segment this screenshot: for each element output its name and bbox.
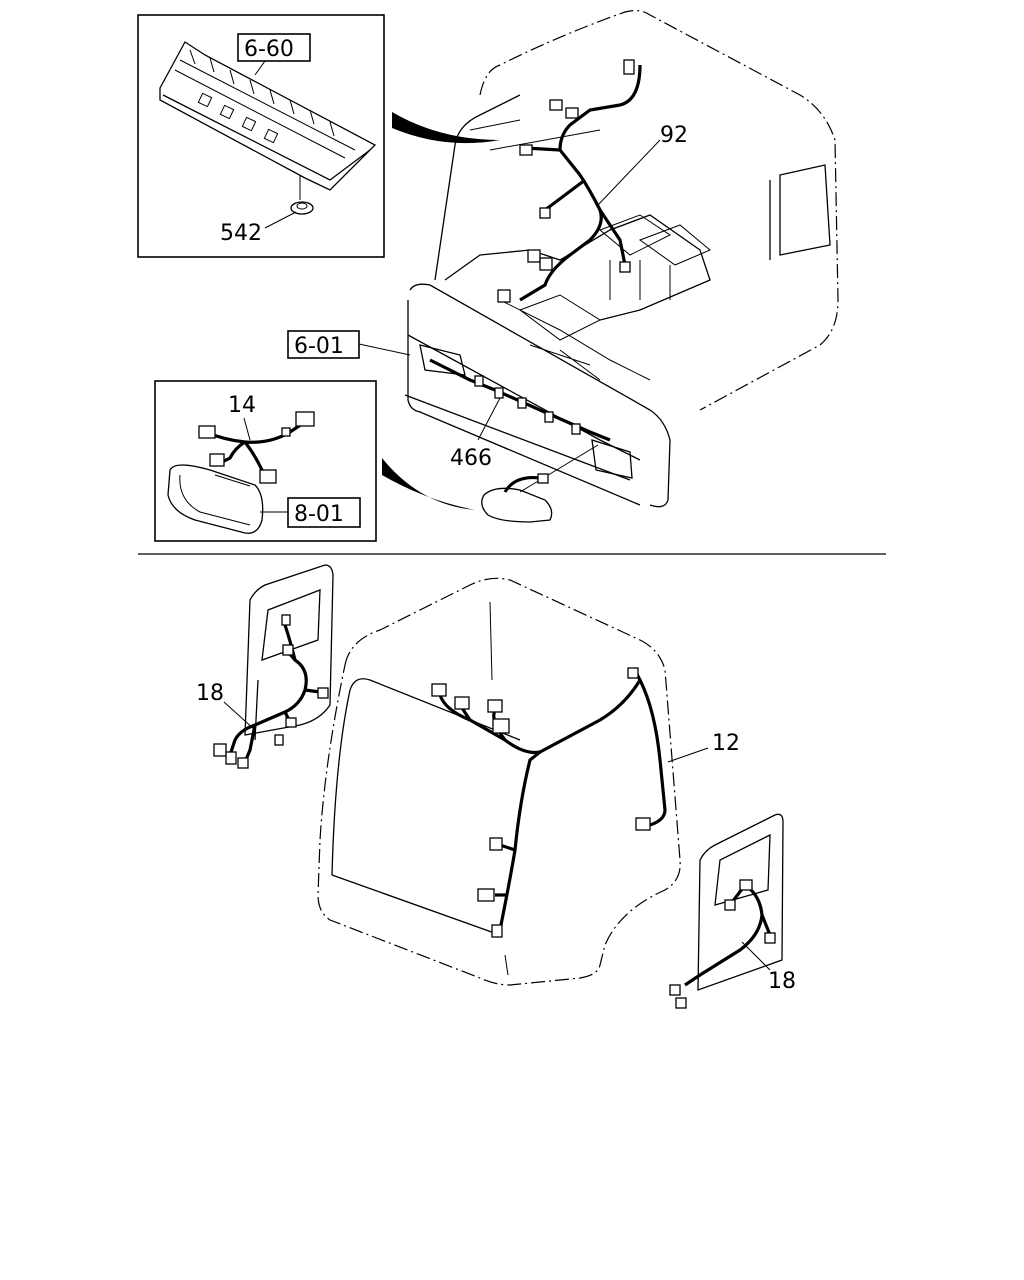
headlamp-drawing — [167, 464, 264, 534]
lamp-inset: 14 8-01 — [154, 380, 377, 542]
grille-drawing — [159, 41, 377, 200]
right-door — [697, 813, 784, 991]
grille-inset: 6-60 542 — [137, 14, 385, 258]
pointer-arrow-bottom — [382, 458, 475, 510]
front-harness — [429, 358, 611, 493]
fog-lamp — [481, 473, 553, 523]
right-door-harness — [669, 879, 776, 1009]
cab-front-drawing — [404, 9, 839, 508]
left-door-harness — [213, 614, 329, 769]
left-door-harness-label: 18 — [196, 681, 224, 706]
lamp-harness — [198, 411, 315, 484]
cab-harness — [431, 667, 667, 938]
clip-label: 542 — [220, 221, 262, 246]
clip-part — [290, 201, 314, 215]
front-panel-ref-label: 6-01 — [294, 334, 344, 359]
lamp-ref-label: 8-01 — [294, 502, 344, 527]
grille-ref-box — [237, 33, 311, 62]
cab-outline — [317, 577, 681, 986]
cab-harness-label: 12 — [712, 731, 740, 756]
pointer-arrow-top — [392, 112, 500, 144]
lamp-ref-box — [287, 497, 361, 528]
right-door-harness-label: 18 — [768, 969, 796, 994]
roof-harness-label: 92 — [660, 123, 688, 148]
roof-harness — [497, 59, 642, 303]
lamp-harness-label: 14 — [228, 393, 256, 418]
front-harness-label: 466 — [450, 446, 492, 471]
grille-ref-label: 6-60 — [244, 37, 294, 62]
